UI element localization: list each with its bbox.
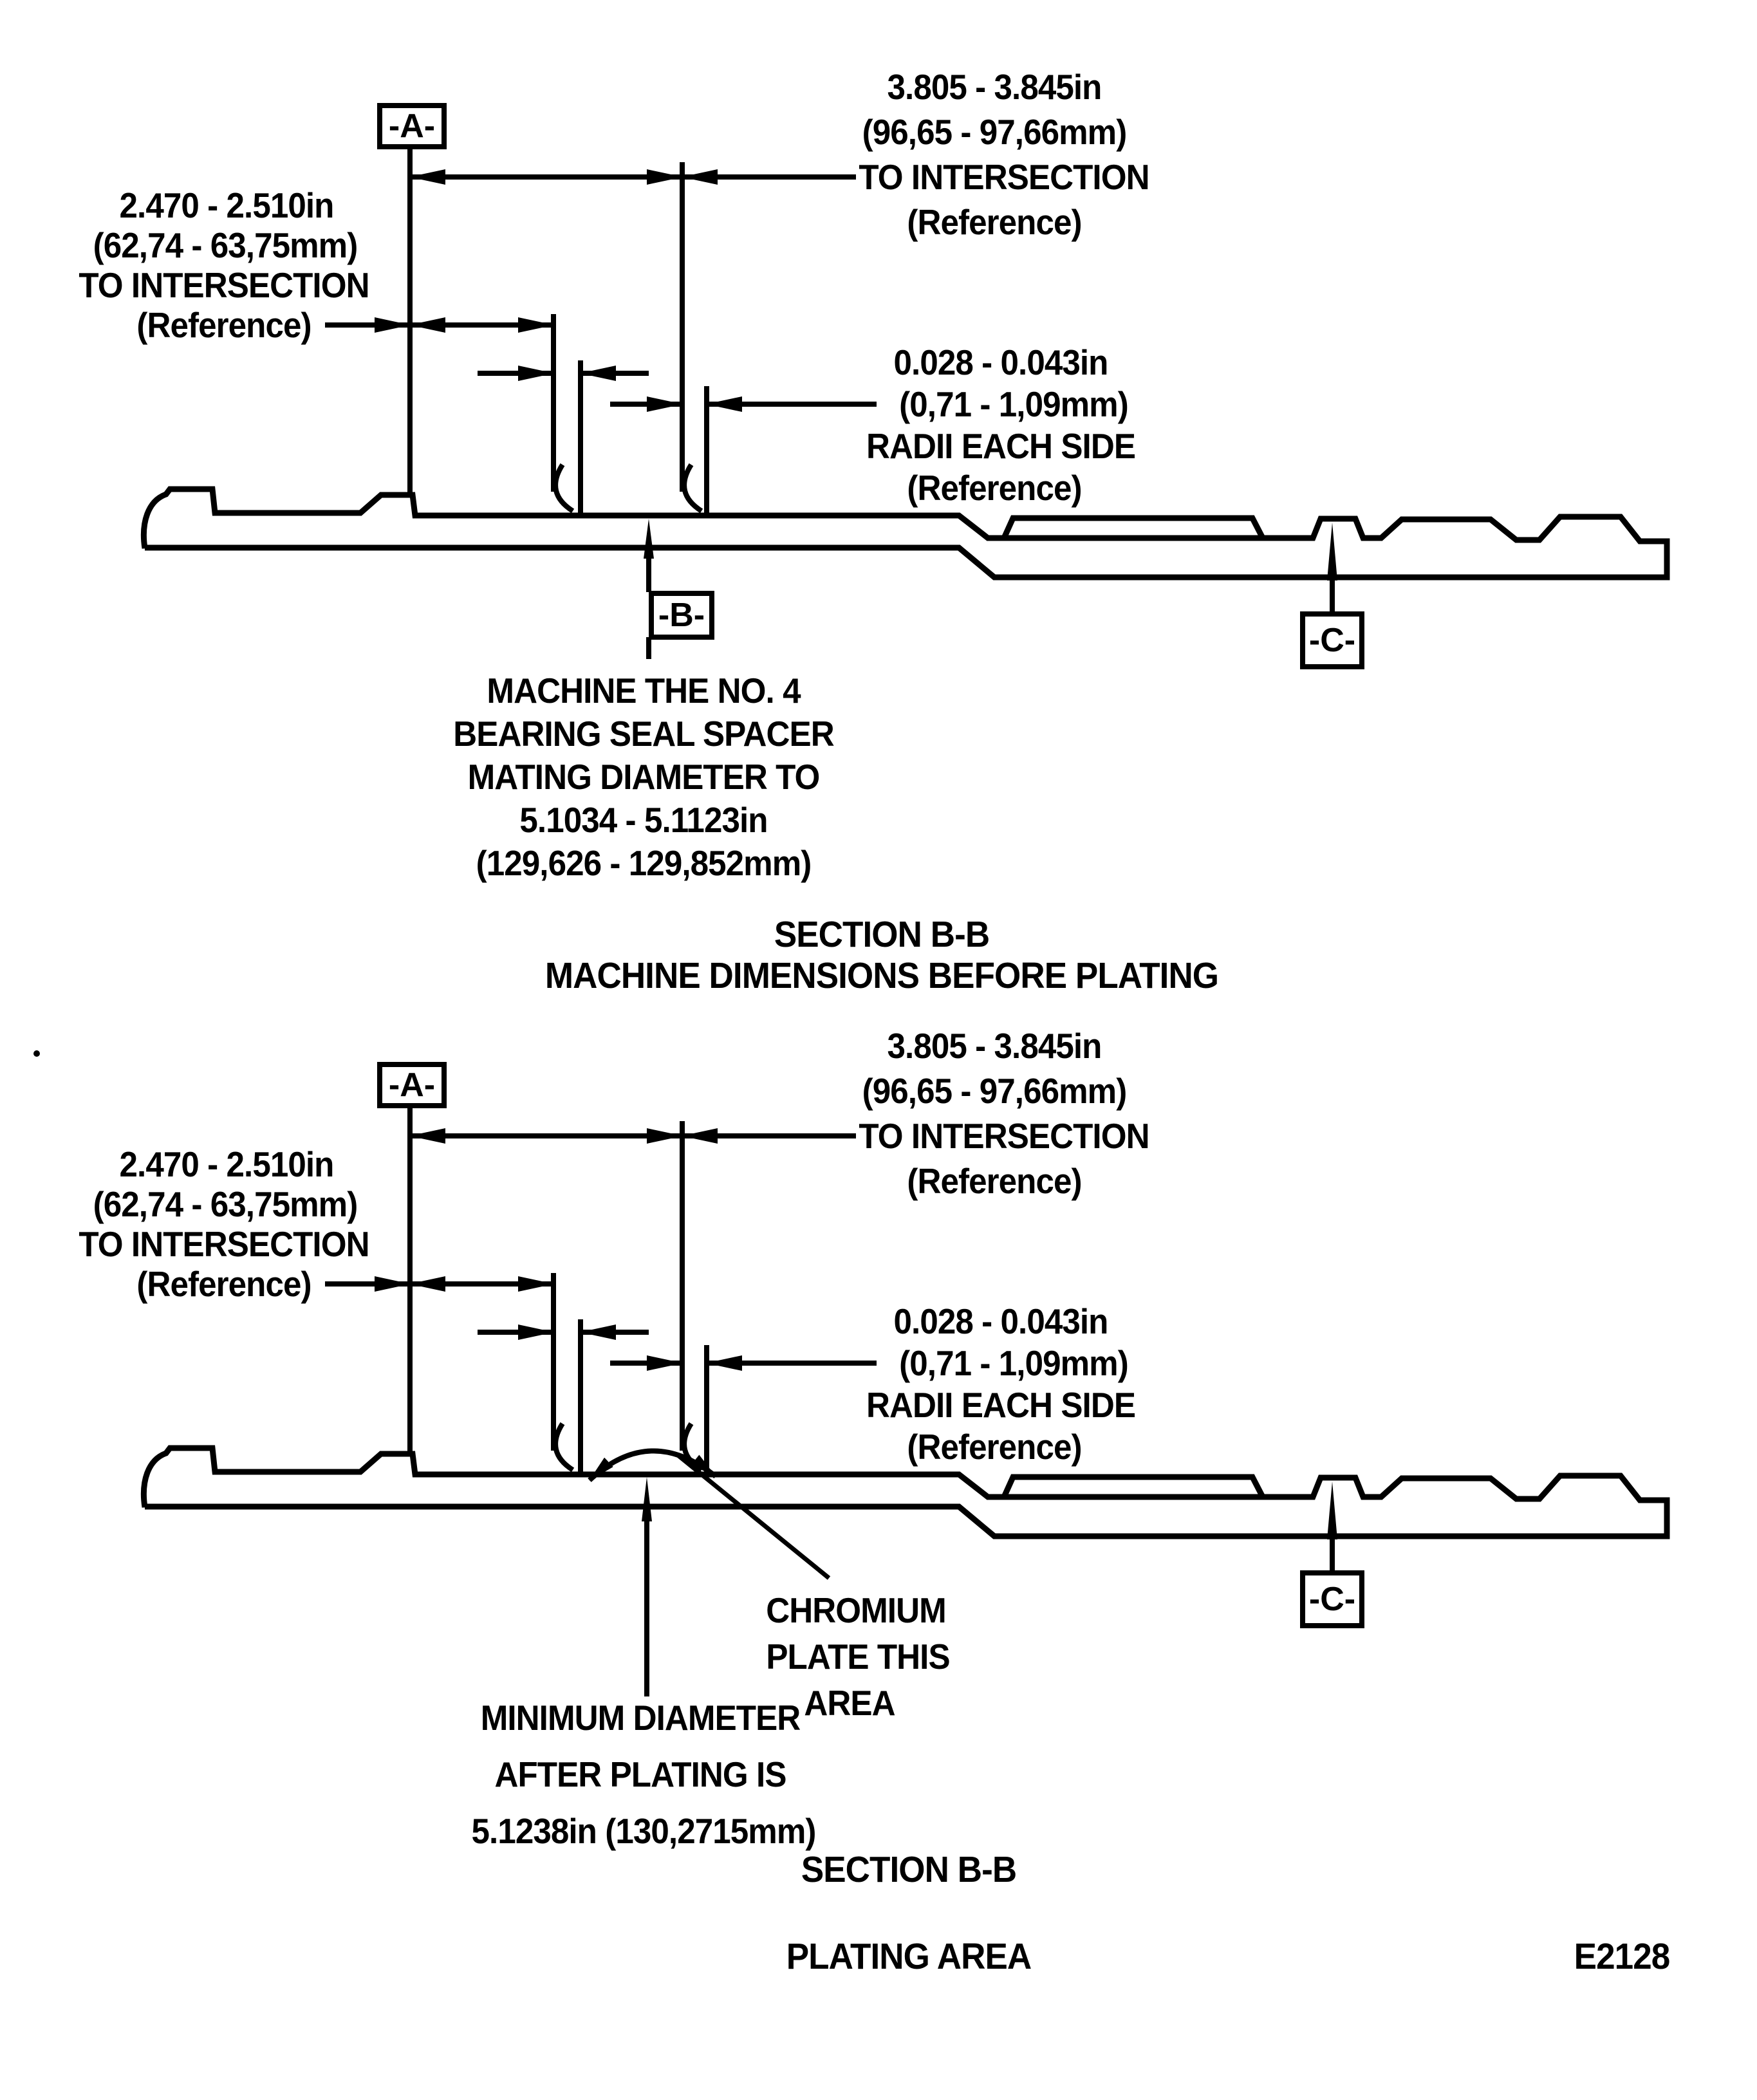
datum-b-label: -B-	[649, 591, 714, 640]
datum-c-text-bottom: -C-	[1308, 1581, 1356, 1618]
caption-plating-area: PLATING AREA	[786, 1936, 1032, 1977]
dim-span-left-b-line2: (62,74 - 63,75mm)	[93, 1184, 358, 1224]
stray-dot	[33, 1050, 40, 1057]
datum-a-label-top: -A-	[377, 103, 447, 149]
machine-note-line2: BEARING SEAL SPACER	[453, 714, 834, 754]
chromium-plate-annotation	[588, 1448, 831, 1580]
chromium-note-line3: AREA	[804, 1683, 895, 1723]
caption-before-plating: MACHINE DIMENSIONS BEFORE PLATING	[544, 955, 1219, 996]
datum-c-text: -C-	[1308, 622, 1356, 659]
datum-c-label-top: -C-	[1300, 611, 1364, 669]
machine-note-line5: (129,626 - 129,852mm)	[476, 843, 812, 883]
dim-radii-b-line3: RADII EACH SIDE	[866, 1385, 1136, 1425]
dim-span-left-b-line1: 2.470 - 2.510in	[119, 1144, 335, 1184]
section-title-bottom: SECTION B-B	[801, 1849, 1017, 1890]
datum-a-label-bottom: -A-	[377, 1062, 447, 1108]
datum-a-text: -A-	[388, 107, 436, 145]
dim-span-left-line3: TO INTERSECTION	[79, 265, 369, 305]
dim-span-right-line4: (Reference)	[907, 202, 1082, 242]
minimum-note-line3: 5.1238in (130,2715mm)	[471, 1811, 817, 1851]
dim-span-left-line2: (62,74 - 63,75mm)	[93, 225, 358, 265]
dim-span-right-line3: TO INTERSECTION	[859, 157, 1149, 197]
minimum-note-line1: MINIMUM DIAMETER	[480, 1698, 801, 1738]
dim-span-right-b-line3: TO INTERSECTION	[859, 1116, 1149, 1156]
dim-span-right-b-line4: (Reference)	[907, 1161, 1082, 1201]
dim-radii-b-line1: 0.028 - 0.043in	[893, 1301, 1109, 1341]
dim-radii-line1: 0.028 - 0.043in	[893, 342, 1109, 382]
datum-b-arrow	[644, 519, 654, 659]
dim-span-right-b-line2: (96,65 - 97,66mm)	[862, 1071, 1128, 1111]
figure-code: E2128	[1574, 1936, 1671, 1977]
minimum-note-line2: AFTER PLATING IS	[494, 1754, 786, 1794]
dim-radii-line3: RADII EACH SIDE	[866, 426, 1136, 466]
dim-radii-line2: (0,71 - 1,09mm)	[899, 384, 1129, 424]
dim-span-left-b-line3: TO INTERSECTION	[79, 1224, 369, 1264]
datum-a-text-bottom: -A-	[388, 1066, 436, 1104]
dim-span-right-line1: 3.805 - 3.845in	[887, 67, 1102, 107]
dim-radii-line4: (Reference)	[907, 468, 1082, 508]
datum-c-label-bottom: -C-	[1300, 1570, 1364, 1628]
machine-note-line3: MATING DIAMETER TO	[467, 757, 821, 797]
dim-span-left-line4: (Reference)	[136, 305, 311, 345]
dim-span-left-b-line4: (Reference)	[136, 1264, 311, 1304]
chromium-note-line2: PLATE THIS	[766, 1637, 950, 1677]
minimum-diameter-arrow	[642, 1477, 652, 1696]
dim-radii-b-line2: (0,71 - 1,09mm)	[899, 1343, 1129, 1383]
dim-span-right-line2: (96,65 - 97,66mm)	[862, 112, 1128, 152]
section-title-top: SECTION B-B	[774, 914, 990, 955]
machine-note-line1: MACHINE THE NO. 4	[487, 671, 801, 711]
machine-note-line4: 5.1034 - 5.1123in	[519, 800, 768, 840]
dim-span-right-b-line1: 3.805 - 3.845in	[887, 1026, 1102, 1066]
datum-b-text: -B-	[658, 597, 705, 634]
datum-c-arrow-top	[1327, 523, 1337, 614]
dim-radii-b-line4: (Reference)	[907, 1427, 1082, 1467]
datum-c-arrow-bottom	[1327, 1482, 1337, 1572]
chromium-note-line1: CHROMIUM	[766, 1590, 946, 1630]
dim-span-left-line1: 2.470 - 2.510in	[119, 185, 335, 225]
